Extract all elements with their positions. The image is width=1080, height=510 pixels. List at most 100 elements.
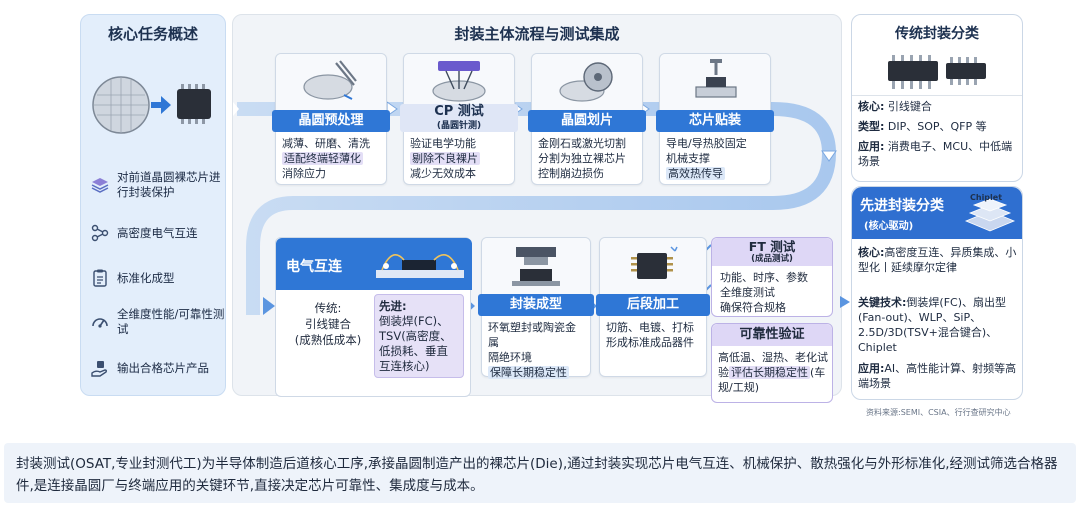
app-value: 消费电子、MCU、中低端场景 bbox=[858, 140, 1013, 168]
step-title: 晶圆预处理 bbox=[272, 110, 390, 132]
advanced-subtitle: (核心驱动) bbox=[864, 221, 914, 232]
traditional-note: (成熟低成本) bbox=[294, 333, 362, 347]
core-task-item: 输出合格芯片产品 bbox=[89, 357, 225, 379]
app-label: 应用: bbox=[858, 140, 885, 153]
type-value: DIP、SOP、QFP 等 bbox=[887, 120, 987, 133]
step-item: 全维度测试 bbox=[720, 286, 775, 299]
core-task-label: 输出合格芯片产品 bbox=[117, 360, 209, 375]
core-task-label: 高密度电气互连 bbox=[117, 225, 198, 240]
ft-title: FT 测试 bbox=[748, 239, 796, 254]
wire-bond-icon bbox=[376, 254, 464, 278]
core-task-item: 高密度电气互连 bbox=[89, 222, 225, 244]
advanced-interconnect-box: 先进: 倒装焊(FC)、TSV(高密度、低损耗、垂直互连核心) bbox=[374, 294, 464, 378]
ft-subtitle: (成品测试) bbox=[751, 254, 793, 264]
advanced-app: 应用:AI、高性能计算、射频等高端场景 bbox=[858, 361, 1020, 391]
step-item: 剔除不良裸片 bbox=[410, 152, 480, 165]
finished-chip-icon bbox=[600, 238, 706, 294]
step-item: 形成标准成品器件 bbox=[606, 336, 694, 349]
step-item: 机械支撑 bbox=[666, 152, 710, 165]
step-item: 减薄、研磨、清洗 bbox=[282, 137, 370, 150]
advanced-core: 核心:高密度互连、异质集成、小型化丨延续摩尔定律 bbox=[858, 245, 1020, 275]
dip-package-icon bbox=[888, 55, 986, 89]
probe-card-icon bbox=[404, 54, 514, 110]
interconnect-header bbox=[276, 238, 472, 290]
core-label: 核心: bbox=[858, 246, 885, 259]
traditional-core: 核心: 引线键合 bbox=[858, 99, 1020, 114]
core-task-item: 对前道晶圆裸芯片进行封装保护 bbox=[89, 170, 225, 200]
step-item: 减少无效成本 bbox=[410, 167, 476, 180]
die-attach-icon bbox=[660, 54, 770, 110]
step-item: 金刚石或激光切割 bbox=[538, 137, 626, 150]
traditional-label: 传统: bbox=[314, 301, 342, 315]
tech-label: 关键技术: bbox=[858, 296, 907, 309]
advanced-label: 先进: bbox=[379, 299, 407, 313]
summary-text: 封装测试(OSAT,专业封测代工)为半导体制造后道核心工序,承接晶圆制造产出的裸… bbox=[4, 443, 1076, 503]
step-die-attach: 芯片贴装 导电/导热胶固定 机械支撑 高效热传导 bbox=[656, 53, 774, 185]
to-classification-arrows bbox=[840, 296, 850, 308]
step-molding: 封装成型 环氧塑封或陶瓷金属 隔绝环境 保障长期稳定性 bbox=[478, 237, 594, 379]
core-task-item: 标准化成型 bbox=[89, 267, 225, 289]
advanced-text: 倒装焊(FC)、TSV(高密度、低损耗、垂直互连核心) bbox=[379, 314, 452, 373]
type-label: 类型: bbox=[858, 120, 885, 133]
arrow-right-icon bbox=[151, 96, 171, 114]
step-reliability: 可靠性验证 高低温、湿热、老化试验评估长期稳定性(车规/工规) bbox=[711, 323, 833, 403]
step-item: 高效热传导 bbox=[666, 167, 725, 180]
core-task-panel: 核心任务概述 对前道晶圆裸芯片进行封装保护 高密度电 bbox=[80, 14, 226, 396]
chip-icon bbox=[177, 84, 211, 124]
layers-icon bbox=[89, 174, 111, 196]
core-value: 高密度互连、异质集成、小型化丨延续摩尔定律 bbox=[858, 246, 1017, 274]
step-dicing: 晶圆划片 金刚石或激光切割 分割为独立裸芯片 控制崩边损伤 bbox=[528, 53, 646, 185]
step-ft-test: FT 测试 (成品测试) 功能、时序、参数 全维度测试 确保符合规格 bbox=[711, 237, 833, 317]
cp-subtitle: (晶圆针测) bbox=[436, 121, 482, 131]
hand-chip-icon bbox=[89, 357, 111, 379]
step-item: 导电/导热胶固定 bbox=[666, 137, 747, 150]
wafer-tweezer-icon bbox=[276, 54, 386, 110]
reliability-highlight: 评估长期稳定性 bbox=[729, 366, 810, 379]
gauge-icon bbox=[89, 311, 111, 333]
app-label: 应用: bbox=[858, 362, 885, 375]
wafer-icon bbox=[92, 76, 150, 134]
step-title: 芯片贴装 bbox=[656, 110, 774, 132]
app-value: AI、高性能计算、射频等高端场景 bbox=[858, 362, 1017, 390]
step-item: 环氧塑封或陶瓷金属 bbox=[488, 321, 576, 349]
step-title: 晶圆划片 bbox=[528, 110, 646, 132]
clipboard-icon bbox=[89, 267, 111, 289]
chiplet-tag: Chiplet bbox=[970, 193, 1003, 202]
step-item: 切筋、电镀、打标 bbox=[606, 321, 694, 334]
step-post-process: 后段加工 切筋、电镀、打标 形成标准成品器件 bbox=[596, 237, 710, 377]
step-item: 隔绝环境 bbox=[488, 351, 532, 364]
step-interconnect: 电气互连 传统: 引线键合 (成熟低成本) 先进: 倒装焊(FC)、TSV(高密… bbox=[275, 237, 472, 397]
step-item: 验证电学功能 bbox=[410, 137, 476, 150]
step-title: 封装成型 bbox=[478, 294, 594, 316]
step-title: 后段加工 bbox=[596, 294, 710, 316]
core-value: 引线键合 bbox=[887, 100, 932, 113]
dicing-saw-icon bbox=[532, 54, 642, 110]
step-title: CP 测试 (晶圆针测) bbox=[400, 104, 518, 132]
core-task-label: 标准化成型 bbox=[117, 270, 175, 285]
reliability-title: 可靠性验证 bbox=[712, 324, 832, 346]
traditional-app: 应用: 消费电子、MCU、中低端场景 bbox=[858, 139, 1020, 169]
ft-header: FT 测试 (成品测试) bbox=[712, 238, 832, 266]
divider bbox=[852, 95, 1022, 96]
step-item: 保障长期稳定性 bbox=[488, 366, 569, 379]
chiplet-stack-icon bbox=[964, 198, 1016, 232]
step-item: 功能、时序、参数 bbox=[720, 271, 808, 284]
tech-value: 倒装焊(FC)、扇出型(Fan-out)、WLP、SiP、2.5D/3D(TSV… bbox=[858, 296, 1006, 354]
step-item: 适配终端轻薄化 bbox=[282, 152, 363, 165]
main-process-title: 封装主体流程与测试集成 bbox=[454, 25, 620, 43]
step-item: 控制崩边损伤 bbox=[538, 167, 604, 180]
core-task-label: 对前道晶圆裸芯片进行封装保护 bbox=[117, 170, 221, 199]
core-task-item: 全维度性能/可靠性测试 bbox=[89, 307, 225, 337]
source-note: 资料来源:SEMI、CSIA、行行查研究中心 bbox=[866, 408, 1011, 417]
traditional-text: 引线键合 bbox=[305, 317, 351, 331]
advanced-packaging-panel: 先进封装分类 (核心驱动) Chiplet 核心:高密度互连、异质集成、小型化丨… bbox=[851, 186, 1023, 400]
wafer-to-chip-illustration bbox=[92, 76, 211, 134]
mold-press-icon bbox=[482, 238, 590, 294]
cp-title: CP 测试 bbox=[434, 104, 484, 119]
step-item: 确保符合规格 bbox=[720, 301, 786, 314]
reliability-note: (车规/工规) bbox=[718, 366, 826, 394]
reliability-text: 高低温、湿热、老化试验 bbox=[718, 351, 828, 379]
advanced-tech: 关键技术:倒装焊(FC)、扇出型(Fan-out)、WLP、SiP、2.5D/3… bbox=[858, 295, 1020, 355]
traditional-type: 类型: DIP、SOP、QFP 等 bbox=[858, 119, 1020, 134]
advanced-title: 先进封装分类 bbox=[860, 198, 944, 214]
